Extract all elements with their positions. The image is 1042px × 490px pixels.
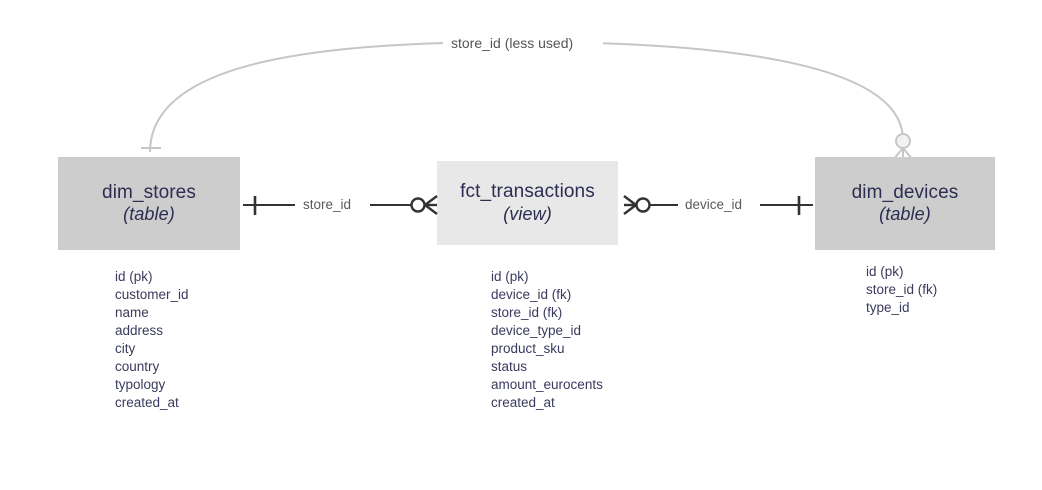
attribute-item: created_at <box>115 395 179 411</box>
relationship-stores-transactions <box>243 195 438 215</box>
curve-connector-path <box>149 40 904 153</box>
attribute-item: city <box>115 341 136 357</box>
entity-box-dim-stores[interactable] <box>58 157 240 250</box>
cardinality-many-foot-icon <box>424 195 438 206</box>
cardinality-many-foot-icon <box>424 204 438 215</box>
attribute-item: typology <box>115 377 166 393</box>
cardinality-zero-circle-icon <box>410 197 426 213</box>
attribute-item: country <box>115 359 160 375</box>
attribute-item: type_id <box>866 300 910 316</box>
entity-kind-dim-devices: (table) <box>879 204 931 225</box>
cardinality-zero-circle-icon <box>895 133 911 149</box>
attribute-item: id (pk) <box>491 269 529 284</box>
relationship-label-device-id: device_id <box>681 197 747 212</box>
attribute-item: address <box>115 323 164 339</box>
attribute-list-dim-devices: id (pk) store_id (fk) type_id <box>866 263 937 317</box>
attribute-list-fct-transactions: id (pk) device_id (fk) store_id (fk) dev… <box>491 268 603 412</box>
attribute-item: device_id (fk) <box>491 287 572 303</box>
entity-name-dim-devices: dim_devices <box>851 181 959 203</box>
attribute-item: name <box>115 305 149 321</box>
relationship-transactions-devices <box>623 195 813 215</box>
entity-fct-transactions[interactable]: fct_transactions (view) <box>437 161 618 245</box>
attribute-item: product_sku <box>491 341 565 357</box>
attribute-item: created_at <box>491 395 555 411</box>
relationship-label-store-id-less-used: store_id (less used) <box>447 35 578 51</box>
attribute-item: device_type_id <box>491 323 582 339</box>
entity-box-fct-transactions[interactable] <box>437 161 618 245</box>
attribute-list-dim-stores: id (pk) customer_id name address city co… <box>115 268 189 412</box>
attribute-item: customer_id <box>115 287 189 303</box>
relationship-label-store-id: store_id <box>299 197 356 212</box>
entity-dim-devices[interactable]: dim_devices (table) <box>815 157 995 250</box>
entity-box-dim-devices[interactable] <box>815 157 995 250</box>
cardinality-many-foot-icon <box>623 204 637 215</box>
attribute-item: status <box>491 359 528 375</box>
entity-name-fct-transactions: fct_transactions <box>460 181 595 203</box>
attribute-item: store_id (fk) <box>491 305 563 321</box>
entity-kind-fct-transactions: (view) <box>503 203 552 224</box>
attribute-item: id (pk) <box>866 264 904 279</box>
attribute-item: id (pk) <box>115 269 153 284</box>
relationship-stores-devices-curve <box>141 32 914 161</box>
attribute-item: store_id (fk) <box>866 282 938 298</box>
entity-dim-stores[interactable]: dim_stores (table) <box>58 157 240 250</box>
entity-kind-dim-stores: (table) <box>123 204 175 225</box>
entity-name-dim-stores: dim_stores <box>102 181 196 203</box>
attribute-item: amount_eurocents <box>491 377 603 393</box>
cardinality-many-foot-icon <box>623 195 637 206</box>
cardinality-zero-circle-icon <box>635 197 651 213</box>
